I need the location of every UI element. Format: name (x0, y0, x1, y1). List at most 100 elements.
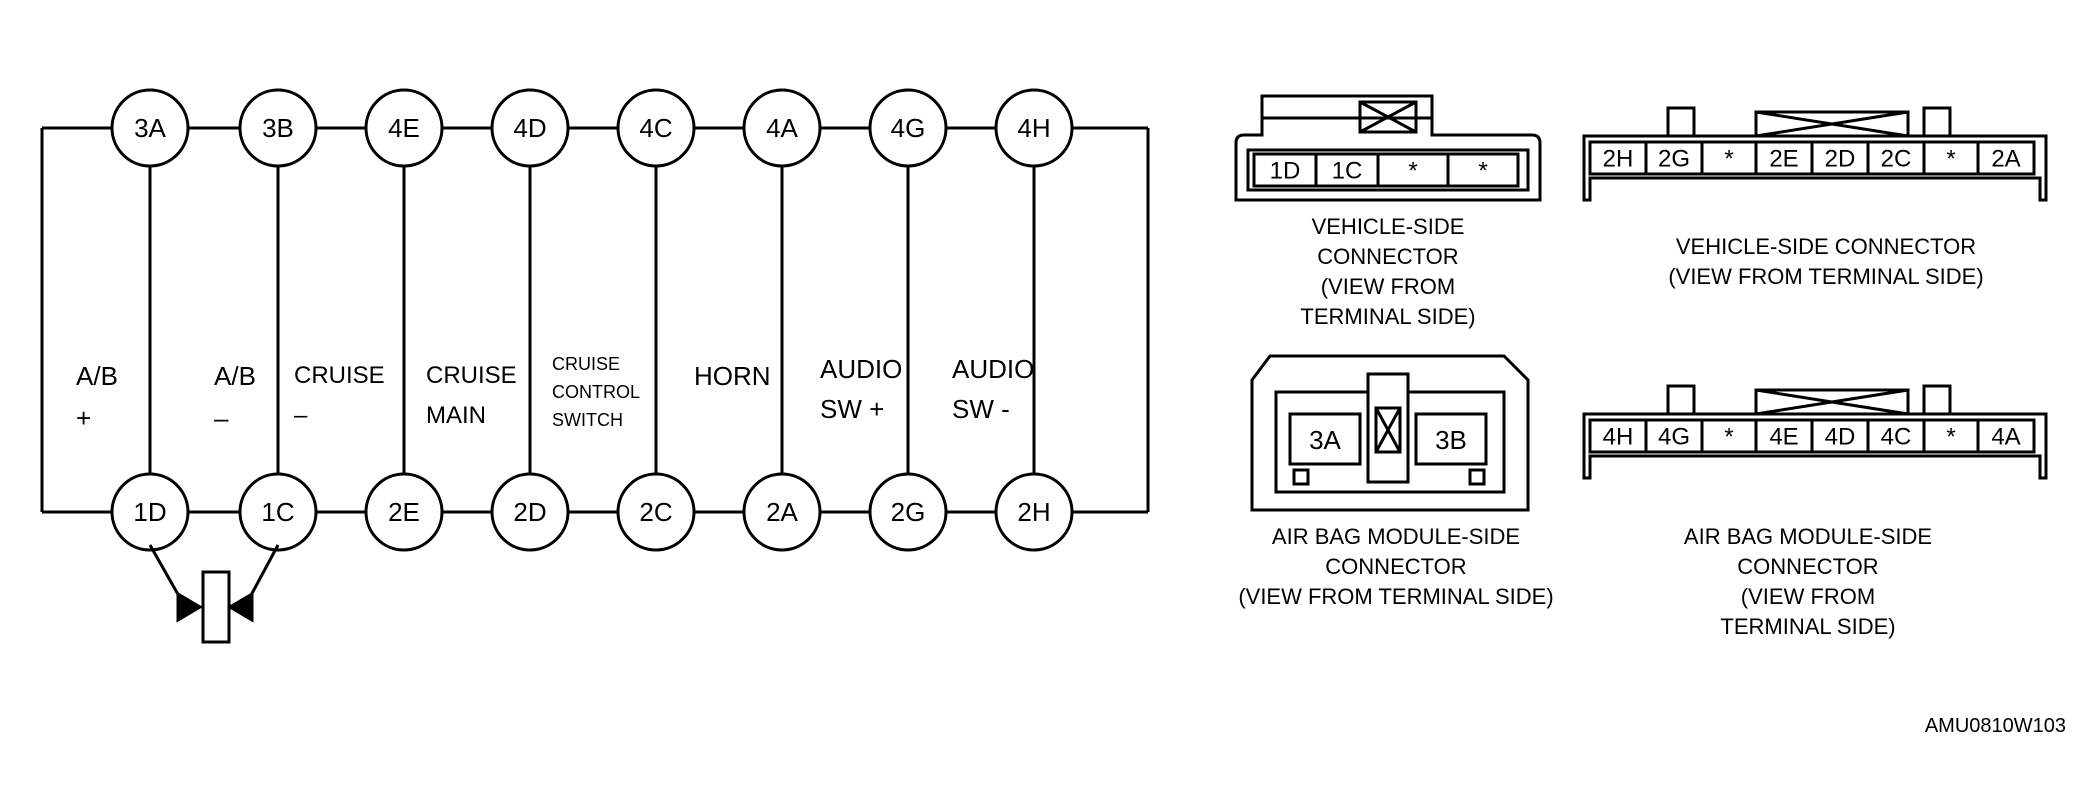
vehicle-large-caption: VEHICLE-SIDE CONNECTOR(VIEW FROM TERMINA… (1668, 234, 1983, 289)
terminal-node: 2C (616, 472, 696, 552)
pin-label: 3A (1309, 425, 1341, 455)
caption-line: AIR BAG MODULE-SIDE (1684, 524, 1932, 549)
bottom-terminal-nodes: 1D 1C 2E 2D 2C 2A 2G 2H (110, 472, 1074, 552)
terminal-node: 4H (994, 88, 1074, 168)
connector-body (1582, 412, 2048, 480)
caption-line: (VIEW FROM TERMINAL SIDE) (1668, 264, 1983, 289)
terminal-label: 2C (639, 497, 672, 527)
connector-shell (1234, 94, 1542, 202)
terminal-label: 4D (513, 113, 546, 143)
caption-line: TERMINAL SIDE) (1720, 614, 1895, 639)
pin-label: 4E (1769, 424, 1798, 451)
caption-line: (VIEW FROM (1321, 274, 1455, 299)
pin-label: 4A (1991, 424, 2020, 451)
terminal-node: 3B (238, 88, 318, 168)
circuit-label: MAIN (426, 402, 486, 429)
terminal-node: 2A (742, 472, 822, 552)
caption-line: CONNECTOR (1317, 244, 1458, 269)
tab-right (1922, 106, 1952, 138)
terminal-label: 3B (262, 113, 294, 143)
terminal-node: 1C (238, 472, 318, 552)
terminal-label: 4H (1017, 113, 1050, 143)
foot-left (1292, 468, 1310, 486)
terminal-node: 2H (994, 472, 1074, 552)
circuit-label: A/B (214, 361, 256, 391)
terminal-label: 4A (766, 113, 798, 143)
tab-left (1666, 384, 1696, 416)
terminal-node: 1D (110, 472, 190, 552)
pin-cell (1976, 418, 2036, 454)
pin-label: * (1946, 146, 1955, 173)
connector-body (1582, 134, 2048, 202)
pin-box-right (1414, 412, 1488, 466)
pin-label: 4G (1658, 424, 1690, 451)
pin-label: 2E (1769, 146, 1798, 173)
pin-label: * (1478, 158, 1487, 185)
circuit-label: HORN (694, 361, 771, 391)
terminal-circle (490, 472, 570, 552)
terminal-label: 1C (261, 497, 294, 527)
circuit-label: SW - (952, 394, 1010, 424)
terminal-node: 2E (364, 472, 444, 552)
terminal-label: 3A (134, 113, 166, 143)
contact-arrow-right (227, 591, 254, 623)
circuit-label: A/B (76, 361, 118, 391)
pin-label: 1D (1270, 158, 1301, 185)
pin-strip (1246, 148, 1530, 192)
terminal-label: 4E (388, 113, 420, 143)
terminal-node: 2G (868, 472, 948, 552)
pin-label: 2H (1603, 146, 1634, 173)
circuit-label: – (214, 403, 229, 433)
contact-symbol (148, 544, 280, 644)
terminal-circle (364, 88, 444, 168)
circuit-label: AUDIO (820, 354, 902, 384)
airbag-large-caption: AIR BAG MODULE-SIDE CONNECTOR (VIEW FROM TE… (1684, 524, 1932, 639)
pin-label: 2C (1881, 146, 1912, 173)
latch-x-2 (1374, 407, 1402, 453)
terminal-circle (868, 88, 948, 168)
contact-body (201, 570, 231, 644)
caption-line: VEHICLE-SIDE (1312, 214, 1465, 239)
pin-label: * (1408, 158, 1417, 185)
terminal-circle (238, 472, 318, 552)
caption-line: (VIEW FROM TERMINAL SIDE) (1238, 584, 1553, 609)
caption-line: AIR BAG MODULE-SIDE (1272, 524, 1520, 549)
vehicle-side-large-connector: 2H 2G * 2E 2D 2C * 2A (1582, 106, 2048, 202)
figure-id: AMU0810W103 (1925, 715, 2066, 737)
circuit-label: CONTROL (552, 382, 640, 402)
terminal-label: 2D (513, 497, 546, 527)
caption-line: (VIEW FROM (1741, 584, 1875, 609)
circuit-label: – (294, 402, 308, 429)
terminal-circle (238, 88, 318, 168)
pin-label: 2G (1658, 146, 1690, 173)
pin-cell (1446, 152, 1520, 188)
caption-line: CONNECTOR (1737, 554, 1878, 579)
vertical-wires (148, 128, 1036, 512)
pin-label: 2A (1991, 146, 2020, 173)
tab-center-x2 (1755, 388, 1909, 416)
terminal-label: 2A (766, 497, 798, 527)
vehicle-large-pins: 2H 2G * 2E 2D 2C * 2A (1588, 140, 2036, 176)
pin-label: * (1724, 146, 1733, 173)
terminal-circle (490, 88, 570, 168)
terminal-circle (616, 88, 696, 168)
caption-line: CONNECTOR (1325, 554, 1466, 579)
pin-label: 2D (1825, 146, 1856, 173)
circuit-label: CRUISE (294, 362, 385, 389)
tab-center-x2 (1755, 110, 1909, 138)
latch-box (1358, 100, 1418, 134)
tab-right (1922, 384, 1952, 416)
pin-label: * (1946, 424, 1955, 451)
circuit-label: AUDIO (952, 354, 1034, 384)
circuit-label: CRUISE (552, 354, 620, 374)
terminal-circle (994, 472, 1074, 552)
terminal-node: 4E (364, 88, 444, 168)
contact-arrow-left (176, 591, 203, 623)
terminal-circle (994, 88, 1074, 168)
